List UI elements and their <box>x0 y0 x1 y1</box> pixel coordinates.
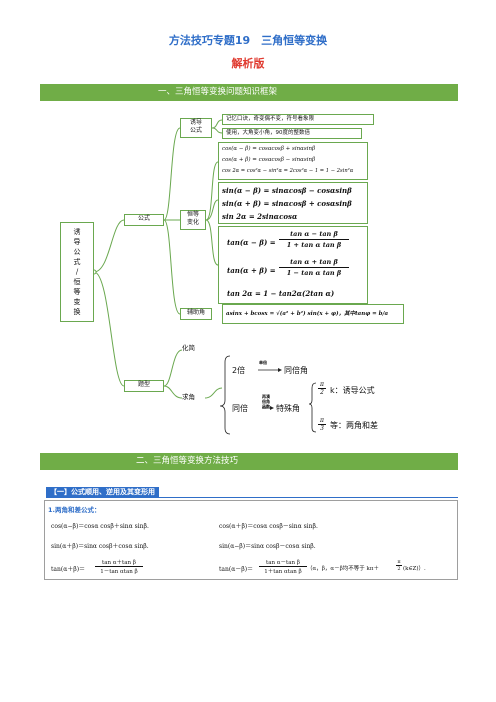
condition-denominator: 2 <box>397 566 401 572</box>
cos-double-formula: cos 2α = cos²α − sin²α = 2cos²α − 1 = 1 … <box>222 168 354 174</box>
cos-diff-formula: cos(α − β) = cosαcosβ + sinαsinβ <box>222 146 316 152</box>
tan-diff-denominator: 1＋tan αtan β <box>264 569 302 575</box>
pi3-text: 等：两角和差 <box>330 421 378 430</box>
tan-diff-condition: （α，β，α－β均不等于 kπ＋ <box>307 566 379 572</box>
tan-sum-numerator: tan α＋tan β <box>95 558 143 567</box>
tan-diff-numerator: tan α − tan β <box>279 230 349 240</box>
tan-formula-box: tan(α − β) = tan α − tan β 1 + tan α tan… <box>218 226 368 304</box>
root-char: 公 <box>73 248 81 256</box>
sin-sum-formula: sin(α + β) = sinαcosβ + cosαsinβ <box>222 199 352 208</box>
section-header-framework: 一、三角恒等变换问题知识框架 <box>40 84 458 101</box>
induction-label: 公式 <box>189 126 202 134</box>
pi3-denominator: 3 <box>320 425 324 432</box>
root-char: 导 <box>73 238 81 246</box>
kpi-numerator: π <box>318 381 326 389</box>
evaluate-node[interactable]: 求角 <box>182 393 195 401</box>
sin-double-formula: sin 2α = 2sinαcosα <box>222 212 298 221</box>
same-arrow-label: 再凑 倍角 函数 <box>262 394 270 409</box>
tan-diff-lhs: tan(α − β) = <box>227 238 276 247</box>
kpi-denominator: 2 <box>320 389 324 396</box>
usage-box: 使用，大角变小角，90度的整数倍 <box>222 128 362 139</box>
root-char: 换 <box>73 308 81 316</box>
tan-sum-lhs: tan(α＋β)＝ <box>51 566 86 573</box>
arrow-label-line: 倍角 <box>262 399 270 404</box>
identity-node[interactable]: 恒等 变化 <box>180 210 206 230</box>
kpi-text: k：诱导公式 <box>330 386 375 395</box>
condition-end: (k∈Z)）. <box>403 566 426 572</box>
double-arrow-label: 单倍 <box>259 360 267 365</box>
page-title: 方法技巧专题19 三角恒等变换 <box>168 34 328 47</box>
auxiliary-node[interactable]: 辅助角 <box>180 308 212 320</box>
root-char: 变 <box>73 298 81 306</box>
part-label: 【一】公式顺用、逆用及其变形用 <box>46 487 159 498</box>
root-char: 诱 <box>73 228 81 236</box>
tan-diff-lhs: tan(α－β)＝ <box>219 566 254 573</box>
root-char: 式 <box>73 258 81 266</box>
tan-double-formula: tan 2α = 1 − tan2α(2tan α) <box>227 289 335 298</box>
part-underline <box>46 497 458 498</box>
condition-numerator: π <box>396 559 402 566</box>
same-angle-result: 同倍角 <box>284 366 308 375</box>
mnemonic-box: 记忆口诀，奇变偶不变，符号看象限 <box>222 114 374 125</box>
same-angle-label: 同倍 <box>232 404 248 413</box>
induction-node[interactable]: 诱导 公式 <box>180 118 212 138</box>
tan-sum-denominator: 1－tan αtan β <box>100 569 138 575</box>
question-type-node[interactable]: 题型 <box>124 380 164 392</box>
section-header-methods: 二、三角恒等变换方法技巧 <box>40 453 458 470</box>
tan-sum-lhs: tan(α + β) = <box>227 266 276 275</box>
identity-label: 变化 <box>186 218 199 226</box>
sum-difference-formulas: 1.两角和差公式： cos(α−β)＝cosα cosβ＋sinα sinβ. … <box>44 500 458 580</box>
double-angle-label: 2倍 <box>232 366 246 375</box>
root-char: 恒 <box>73 278 81 286</box>
auxiliary-formula: asinx + bcosx = √(a² + b²) sin(x + φ)，其中… <box>226 311 389 317</box>
sin-sum-line: sin(α＋β)＝sinα cosβ＋cosα sinβ. <box>51 543 149 550</box>
identity-label: 恒等 <box>186 211 199 218</box>
tan-sum-numerator: tan α + tan β <box>279 258 349 268</box>
tan-diff-denominator: 1 + tan α tan β <box>286 241 342 249</box>
pi3-numerator: π <box>318 417 326 425</box>
item-heading: 1.两角和差公式： <box>48 506 101 514</box>
tan-diff-numerator: tan α－tan β <box>259 558 307 567</box>
mindmap-connectors <box>91 119 317 435</box>
sin-diff-line: sin(α−β)＝sinα cosβ－cosα sinβ. <box>219 543 316 550</box>
sin-diff-formula: sin(α − β) = sinαcosβ − cosαsinβ <box>222 186 352 195</box>
cos-sum-line: cos(α＋β)＝cosα cosβ－sinα sinβ. <box>219 523 318 530</box>
root-char: / <box>75 268 79 276</box>
arrow-label-line: 函数 <box>262 404 270 409</box>
root-char: 等 <box>73 288 81 296</box>
page-subtitle: 解析版 <box>231 57 265 70</box>
cos-sum-formula: cos(α + β) = cosαcosβ − sinαsinβ <box>222 157 316 163</box>
section-title: 二、三角恒等变换方法技巧 <box>136 456 239 466</box>
root-node[interactable]: 诱 导 公 式 / 恒 等 变 换 <box>60 222 94 322</box>
sin-formula-box: sin(α − β) = sinαcosβ − cosαsinβ sin(α +… <box>218 182 368 224</box>
induction-label: 诱导 <box>189 119 202 126</box>
formula-node[interactable]: 公式 <box>124 214 164 226</box>
simplify-node[interactable]: 化简 <box>182 344 195 352</box>
auxiliary-formula-box: asinx + bcosx = √(a² + b²) sin(x + φ)，其中… <box>222 304 404 324</box>
cos-formula-box: cos(α − β) = cosαcosβ + sinαsinβ cos(α +… <box>218 142 368 180</box>
arrow-label-line: 再凑 <box>262 394 270 399</box>
special-angle-label: 特殊角 <box>276 404 300 413</box>
section-title: 一、三角恒等变换问题知识框架 <box>158 87 278 97</box>
tan-sum-denominator: 1 − tan α tan β <box>286 269 342 277</box>
cos-diff-line: cos(α−β)＝cosα cosβ＋sinα sinβ. <box>51 523 149 530</box>
